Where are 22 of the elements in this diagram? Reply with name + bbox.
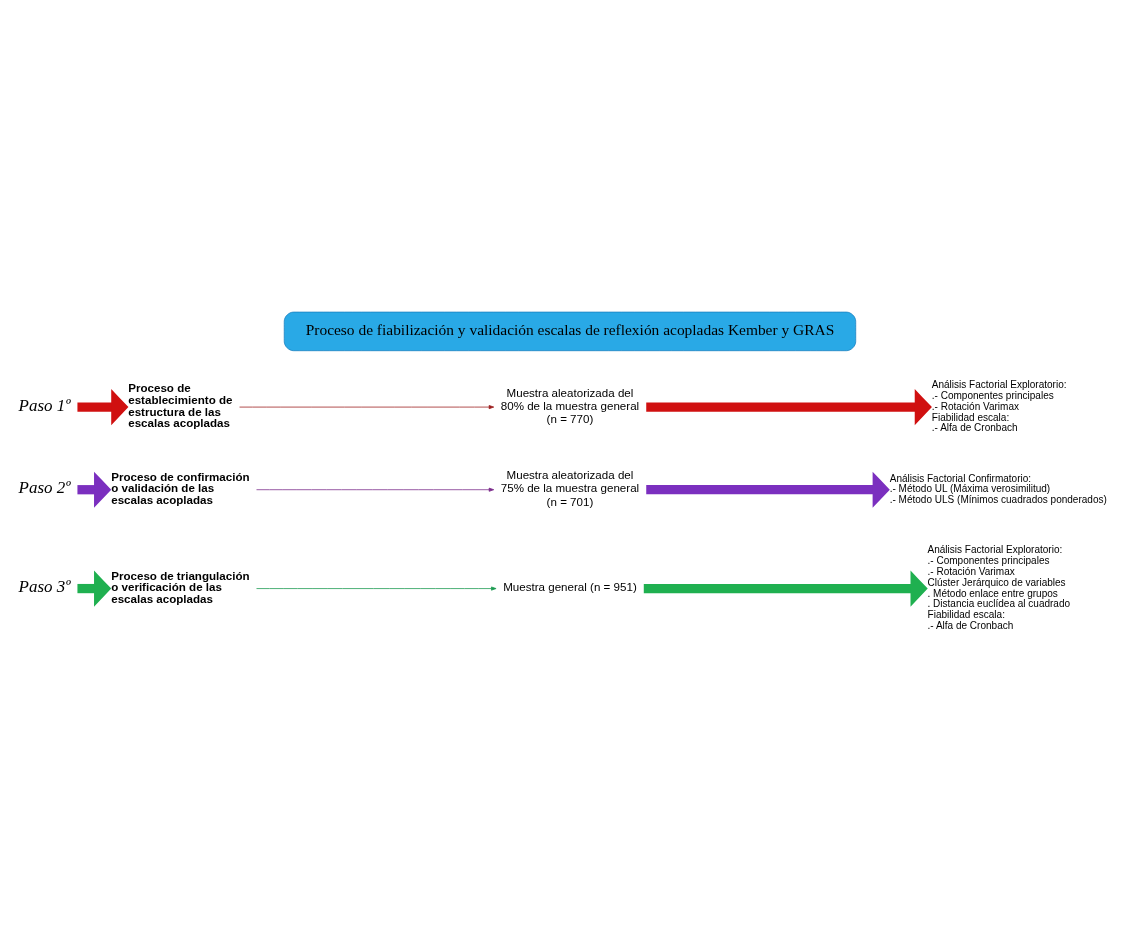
- node-text: Muestra aleatorizada del 75% de la muestra general (n = 701): [500, 469, 640, 508]
- node-text: Proceso de triangulación o verificación de las escalas acopladas: [111, 569, 250, 605]
- node-text: Muestra aleatorizada del 80% de la muestra general (n = 770): [500, 386, 640, 425]
- node-text: Paso 1º: [18, 395, 71, 415]
- arrow: [646, 471, 890, 508]
- node-text: Proceso de establecimiento de estructura de las escalas acopladas: [128, 382, 233, 430]
- arrow: [77, 570, 112, 607]
- arrow: [77, 471, 112, 508]
- arrow: [643, 570, 928, 607]
- node-text: Análisis Factorial Exploratorio: .- Componentes principales .- Rotación Varimax Fiabilidad escala: .- Alfa de Cronbach: [931, 379, 1067, 434]
- node-text: Paso 2º: [18, 478, 71, 498]
- node-text: Análisis Factorial Exploratorio: .- Componentes principales .- Rotación Varimax Clúster Jerárquico de variables . Método enlace entre grupos . Distancia euclídea al cuadrado Fiabilidad escala: .- Alfa de Cronbach: [927, 544, 1071, 632]
- arrow: [256, 586, 497, 591]
- node-text: Paso 3º: [18, 577, 71, 597]
- arrow: [239, 405, 495, 410]
- node-text: Proceso de confirmación o validación de las escalas acopladas: [111, 470, 250, 507]
- arrow: [77, 389, 129, 426]
- arrow: [646, 389, 932, 426]
- node-text: Análisis Factorial Confirmatorio: .- Método UL (Máxima verosimilitud) .- Método ULS (Mínimos cuadrados ponderados): [889, 472, 1107, 506]
- node-text: Muestra general (n = 951): [503, 581, 637, 594]
- node-box: Proceso de fiabilización y validación escalas de reflexión acopladas Kember y GRAS: [283, 311, 857, 352]
- arrow: [256, 487, 495, 492]
